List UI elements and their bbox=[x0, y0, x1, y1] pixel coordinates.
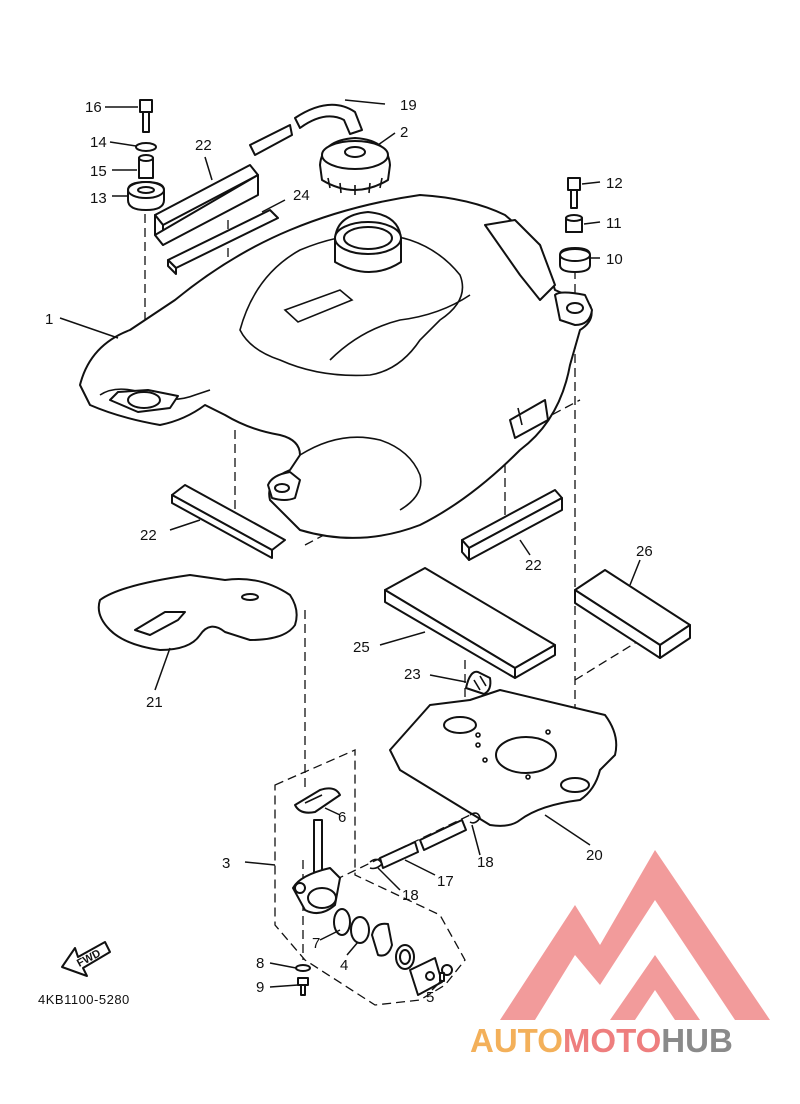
seal-block-26 bbox=[574, 569, 691, 659]
callout-25: 25 bbox=[353, 639, 370, 656]
fuel-cock-spring bbox=[395, 944, 415, 970]
breather-hose bbox=[249, 103, 363, 156]
callout-5: 5 bbox=[426, 989, 434, 1006]
washer-8 bbox=[295, 964, 311, 972]
forward-arrow-icon: FWD bbox=[61, 941, 111, 977]
drawing-code: 4KB1100-5280 bbox=[38, 992, 130, 1007]
callout-2: 2 bbox=[400, 124, 408, 141]
callout-11: 11 bbox=[606, 215, 622, 232]
damper-pad-lower-left bbox=[171, 484, 286, 559]
watermark-hub: HUB bbox=[661, 1022, 733, 1059]
fuel-tank bbox=[79, 194, 593, 539]
callout-15: 15 bbox=[90, 163, 107, 180]
callout-22-right: 22 bbox=[525, 557, 542, 574]
fuel-cock-knob bbox=[371, 922, 393, 957]
fuel-hose bbox=[379, 819, 467, 869]
callout-26: 26 bbox=[636, 543, 653, 560]
callout-1: 1 bbox=[45, 311, 53, 328]
fuel-cock-lever bbox=[333, 908, 351, 936]
callout-12: 12 bbox=[606, 175, 623, 192]
screw-9 bbox=[297, 977, 309, 996]
fuel-cock bbox=[292, 819, 341, 915]
clip-23 bbox=[465, 670, 492, 695]
callout-16: 16 bbox=[85, 99, 102, 116]
callout-18-lower: 18 bbox=[402, 887, 419, 904]
callout-22-top: 22 bbox=[195, 137, 212, 154]
callout-21: 21 bbox=[146, 694, 163, 711]
watermark-auto: AUTO bbox=[470, 1022, 563, 1059]
damper-pad-lower-right bbox=[461, 489, 563, 561]
callout-22-left: 22 bbox=[140, 527, 157, 544]
damper-pad-top bbox=[154, 164, 259, 246]
damper-pad-upper-small bbox=[167, 209, 279, 275]
watermark-logo bbox=[500, 850, 770, 1020]
callout-18-upper: 18 bbox=[477, 854, 494, 871]
callout-4: 4 bbox=[340, 957, 348, 974]
callout-17: 17 bbox=[437, 873, 454, 890]
collar-left bbox=[138, 154, 154, 179]
callout-labels: 1 2 3 4 5 6 7 8 9 10 11 12 13 14 15 16 1… bbox=[45, 97, 653, 1006]
washer-left bbox=[135, 142, 157, 152]
hose-clip-lower bbox=[369, 858, 383, 870]
collar-right bbox=[565, 214, 583, 233]
fuel-cock-gasket bbox=[350, 916, 370, 944]
seal-block-25 bbox=[384, 567, 556, 679]
protector-plate-left bbox=[97, 574, 298, 651]
mount-bolt-right bbox=[567, 177, 581, 209]
callout-8: 8 bbox=[256, 955, 264, 972]
damper-right bbox=[559, 247, 591, 273]
heat-protector-plate bbox=[389, 689, 618, 827]
leader-lines bbox=[59, 99, 641, 991]
callout-19: 19 bbox=[400, 97, 417, 114]
callout-20: 20 bbox=[586, 847, 603, 864]
hose-clip-upper bbox=[469, 812, 481, 824]
callout-3: 3 bbox=[222, 855, 230, 872]
callout-14: 14 bbox=[90, 134, 107, 151]
callout-23: 23 bbox=[404, 666, 421, 683]
fuel-cock-assembly-box bbox=[274, 749, 466, 1006]
damper-left bbox=[127, 181, 165, 211]
callout-7: 7 bbox=[312, 935, 320, 952]
callout-10: 10 bbox=[606, 251, 623, 268]
callout-24: 24 bbox=[293, 187, 310, 204]
callout-6: 6 bbox=[338, 809, 346, 826]
mount-bolt-left bbox=[139, 99, 153, 133]
fuel-cap bbox=[319, 137, 391, 195]
watermark-text: AUTOMOTOHUB bbox=[470, 1022, 733, 1059]
watermark-moto: MOTO bbox=[563, 1022, 661, 1059]
gasket-6 bbox=[294, 787, 341, 814]
callout-13: 13 bbox=[90, 190, 107, 207]
callout-9: 9 bbox=[256, 979, 264, 996]
fwd-label: FWD bbox=[75, 947, 103, 969]
